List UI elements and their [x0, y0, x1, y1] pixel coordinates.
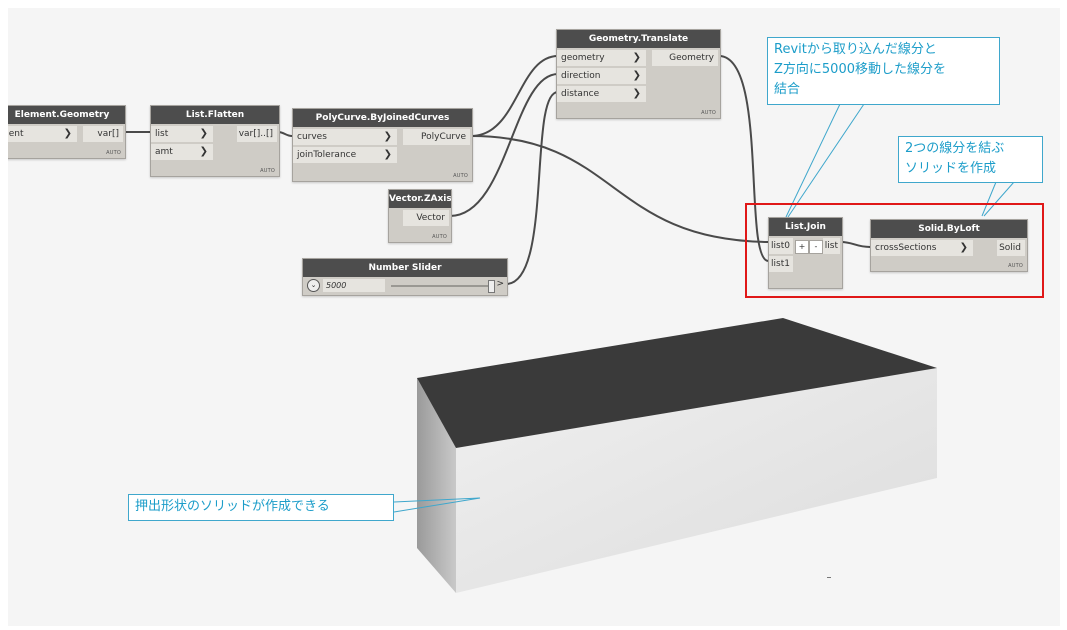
chevron-right-icon: ❯ — [383, 149, 392, 160]
join-callout-pointer — [785, 103, 841, 218]
slider-track[interactable] — [391, 280, 495, 293]
wire-polycurve-to-translate — [470, 55, 559, 137]
remove-input-button[interactable]: - — [809, 240, 823, 254]
add-input-button[interactable]: + — [795, 240, 809, 254]
callout-join: Revitから取り込んだ線分と Z方向に5000移動した線分を 結合 — [767, 37, 1000, 105]
canvas-overlay — [124, 55, 1015, 593]
lacing-label: AUTO — [106, 150, 121, 156]
slider-value-input[interactable]: 5000 — [323, 279, 385, 292]
lacing-label: AUTO — [453, 173, 468, 179]
highlight-box — [745, 203, 1044, 298]
list-flatten-output[interactable]: var[]..[] — [237, 126, 277, 142]
vector-zaxis-output[interactable]: Vector — [403, 210, 449, 226]
chevron-right-icon: ❯ — [199, 146, 208, 157]
graph-canvas[interactable]: Element.Geometry nent❯ var[] AUTO List.F… — [8, 8, 1060, 626]
callout-loft-line-2: ソリッドを作成 — [905, 161, 997, 176]
callout-join-line-1: Revitから取り込んだ線分と — [774, 42, 937, 57]
list-join-input-list0[interactable]: list0 — [769, 238, 793, 254]
polycurve-output[interactable]: PolyCurve — [403, 129, 470, 145]
callout-loft-line-1: 2つの線分を結ぶ — [905, 141, 1005, 156]
callout-solid-text: 押出形状のソリッドが作成できる — [135, 499, 330, 514]
node-list-flatten-title: List.Flatten — [151, 106, 279, 124]
list-flatten-input-list[interactable]: list❯ — [151, 126, 213, 142]
chevron-right-icon: ❯ — [383, 131, 392, 142]
slider-expand-icon[interactable]: ⌄ — [307, 279, 320, 292]
node-solid-byloft-title: Solid.ByLoft — [871, 220, 1027, 238]
solid-byloft-output[interactable]: Solid — [997, 240, 1025, 256]
solid-callout-pointer — [393, 497, 481, 503]
node-geometry-translate[interactable]: Geometry.Translate geometry❯ direction❯ … — [556, 29, 721, 119]
chevron-right-icon: ❯ — [632, 70, 641, 81]
callout-loft: 2つの線分を結ぶ ソリッドを作成 — [898, 136, 1043, 183]
wire-flatten-to-polycurve — [277, 131, 293, 137]
node-vector-zaxis[interactable]: Vector.ZAxis Vector AUTO — [388, 189, 452, 243]
callout-pointers — [393, 103, 1015, 513]
translate-output[interactable]: Geometry — [652, 50, 718, 66]
chevron-right-icon: ❯ — [632, 52, 641, 63]
translate-input-direction[interactable]: direction❯ — [557, 68, 646, 84]
lacing-label: AUTO — [701, 110, 716, 116]
wire-slider-to-translate — [505, 91, 559, 285]
callout-join-line-3: 結合 — [774, 82, 801, 97]
list-join-output[interactable]: list — [823, 238, 840, 254]
node-polycurve-title: PolyCurve.ByJoinedCurves — [293, 109, 472, 127]
polycurve-input-curves[interactable]: curves❯ — [293, 129, 397, 145]
wire-polycurve-to-listjoin — [470, 135, 769, 243]
node-number-slider-title: Number Slider — [303, 259, 507, 277]
node-vector-zaxis-title: Vector.ZAxis — [389, 190, 451, 208]
lacing-label: AUTO — [1008, 263, 1023, 269]
callout-join-line-2: Z方向に5000移動した線分を — [774, 62, 946, 77]
list-flatten-input-amt[interactable]: amt❯ — [151, 144, 213, 160]
chevron-right-icon: ❯ — [199, 128, 208, 139]
node-list-flatten[interactable]: List.Flatten list❯ amt❯ var[]..[] AUTO — [150, 105, 280, 177]
wire-translate-to-listjoin — [718, 55, 769, 262]
solid-front-face — [456, 368, 937, 593]
callout-solid: 押出形状のソリッドが作成できる — [128, 494, 394, 521]
node-geometry-translate-title: Geometry.Translate — [557, 30, 720, 48]
list-join-input-list1[interactable]: list1 — [769, 256, 793, 272]
node-number-slider[interactable]: Number Slider ⌄ 5000 > — [302, 258, 508, 296]
lacing-label: AUTO — [432, 234, 447, 240]
join-callout-pointer-2 — [787, 103, 865, 218]
node-list-join-title: List.Join — [769, 218, 842, 236]
wire-zaxis-to-translate — [449, 73, 559, 217]
extruded-solid-preview — [417, 318, 937, 593]
wire-listjoin-to-loft — [840, 241, 871, 248]
translate-input-distance[interactable]: distance❯ — [557, 86, 646, 102]
chevron-right-icon: ❯ — [959, 242, 968, 253]
solid-left-face — [417, 378, 456, 593]
loft-callout-pointer — [981, 181, 997, 217]
chevron-right-icon: ❯ — [63, 128, 72, 139]
node-list-join[interactable]: List.Join list0 + - list1 list — [768, 217, 843, 289]
node-polycurve-byjoinedcurves[interactable]: PolyCurve.ByJoinedCurves curves❯ joinTol… — [292, 108, 473, 182]
node-element-geometry-title: Element.Geometry — [8, 106, 125, 124]
node-element-geometry[interactable]: Element.Geometry nent❯ var[] AUTO — [8, 105, 126, 159]
slider-thumb[interactable] — [488, 280, 495, 293]
solid-top-face — [417, 318, 937, 448]
translate-input-geometry[interactable]: geometry❯ — [557, 50, 646, 66]
loft-callout-pointer-2 — [983, 181, 1015, 217]
element-geometry-output-port[interactable]: var[] — [83, 126, 123, 142]
lacing-label: AUTO — [260, 168, 275, 174]
polycurve-input-jointolerance[interactable]: joinTolerance❯ — [293, 147, 397, 163]
chevron-right-icon: ❯ — [632, 88, 641, 99]
solid-callout-pointer-2 — [393, 497, 481, 513]
small-mark — [827, 577, 831, 578]
element-geometry-input-port[interactable]: nent❯ — [8, 126, 77, 142]
node-solid-byloft[interactable]: Solid.ByLoft crossSections❯ Solid AUTO — [870, 219, 1028, 272]
solid-byloft-input-crosssections[interactable]: crossSections❯ — [871, 240, 973, 256]
slider-output-arrow[interactable]: > — [496, 279, 504, 289]
